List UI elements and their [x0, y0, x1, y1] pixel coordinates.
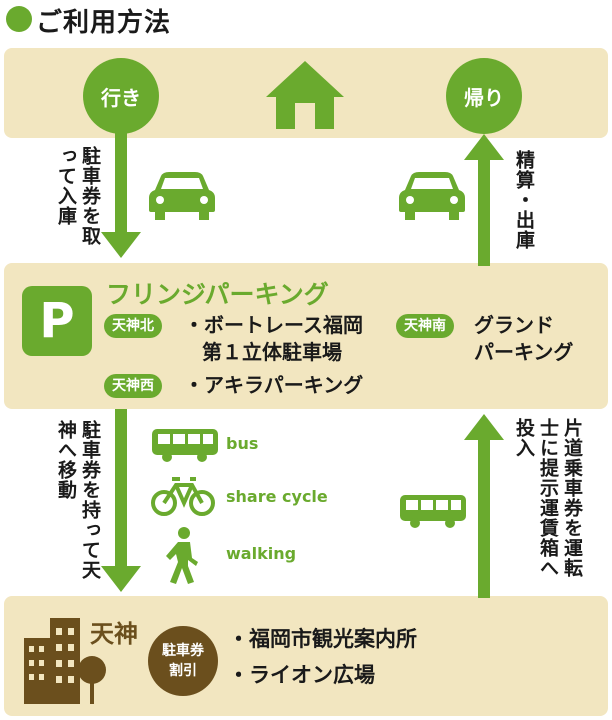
- lot-akira: ・アキラパーキング: [184, 373, 364, 397]
- tenjin-label: 天神: [90, 620, 138, 648]
- city-buildings-icon: [24, 618, 106, 704]
- step-move-tenjin: 駐車券を持って天神へ移動: [55, 420, 101, 580]
- step-show-ticket: 片道乗車券を運転士に提示運賃箱へ投入: [513, 418, 583, 578]
- lot-boatrace-line1: ・ボートレース福岡: [184, 313, 363, 337]
- mode-share-cycle: share cycle: [226, 487, 328, 506]
- mode-walking: walking: [226, 544, 297, 563]
- step-take-ticket: 駐車券を取って入庫: [55, 146, 101, 246]
- discount-line1: 駐車券: [162, 643, 204, 659]
- place-lion-square: ・ライオン広場: [228, 663, 375, 687]
- lot-boatrace-line2: 第１立体駐車場: [202, 340, 342, 364]
- parking-discount-badge: 駐車券 割引: [148, 626, 218, 696]
- discount-line2: 割引: [169, 663, 197, 679]
- bicycle-icon: [151, 477, 215, 516]
- return-circle: 帰り: [446, 58, 522, 134]
- parking-heading: フリンジパーキング: [106, 280, 329, 309]
- home-icon: [266, 61, 344, 129]
- page-title: ご利用方法: [36, 8, 172, 38]
- car-icon-left: [149, 172, 215, 220]
- tag-tenjin-minami: 天神南: [396, 314, 454, 338]
- car-icon-right: [399, 172, 465, 220]
- lot-grand-line2: パーキング: [474, 340, 574, 364]
- tenjin-band: [4, 596, 608, 716]
- lot-grand-line1: グランド: [474, 313, 554, 337]
- bus-icon: [152, 429, 218, 462]
- tag-tenjin-nishi: 天神西: [104, 374, 162, 398]
- bus-icon-right: [400, 495, 466, 528]
- step-pay-exit: 精算・出庫: [513, 150, 535, 250]
- go-circle: 行き: [83, 58, 159, 134]
- tag-tenjin-kita: 天神北: [104, 314, 162, 338]
- mode-bus: bus: [226, 434, 259, 453]
- title-dot-icon: [6, 6, 32, 32]
- parking-p-icon: P: [22, 286, 92, 356]
- walking-person-icon: [166, 527, 198, 584]
- place-tourist-info: ・福岡市観光案内所: [228, 627, 417, 651]
